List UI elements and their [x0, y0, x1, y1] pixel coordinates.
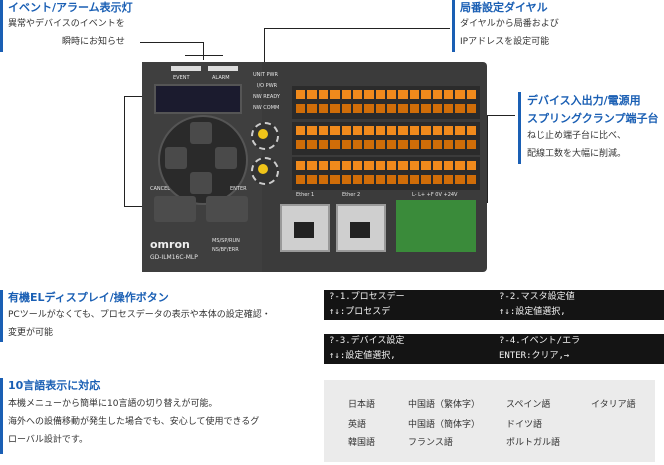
language-item: 日本語	[348, 400, 376, 410]
languages-text-1: 本機メニューから簡単に10言語の切り替えが可能。	[8, 399, 218, 409]
event-led	[171, 66, 201, 71]
language-item: 英語	[348, 420, 367, 430]
screen-line: ?-2.マスタ設定値	[499, 292, 575, 302]
event-alarm-text-2: 瞬時にお知らせ	[62, 37, 125, 47]
terminal-title-2: スプリングクランプ端子台	[527, 112, 659, 125]
ns-label: NS/BF/ERR	[212, 247, 239, 253]
screen-line: ?-1.プロセスデー	[329, 292, 405, 302]
screen-line: ?-4.イベント/エラ	[499, 336, 581, 346]
cancel-button[interactable]	[154, 196, 196, 222]
leader-line	[124, 206, 154, 207]
alarm-label: ALARM	[212, 75, 230, 81]
event-alarm-text-1: 異常やデバイスのイベントを	[8, 19, 125, 29]
display-title: 有機ELディスプレイ/操作ボタン	[8, 291, 169, 304]
languages-text-2: 海外への設備移動が発生した場合でも、安心して使用できるグ	[8, 417, 260, 427]
dial-knob	[258, 164, 268, 174]
terminal-block-2	[292, 122, 480, 155]
language-item: フランス語	[408, 438, 453, 448]
language-item: スペイン語	[506, 400, 551, 410]
menu-screen-4: ?-4.イベント/エラ ENTER:クリア,→	[494, 334, 664, 364]
leader-line	[140, 42, 203, 43]
enter-button[interactable]	[206, 196, 248, 222]
language-item: 中国語（繁体字）	[408, 400, 481, 410]
left-button[interactable]	[165, 147, 187, 169]
callout-bar	[0, 0, 3, 52]
menu-screen-3: ?-3.デバイス設定 ↑↓:設定値選択,	[324, 334, 494, 364]
language-item: 中国語（簡体字）	[408, 420, 481, 430]
language-item: ポルトガル語	[506, 438, 561, 448]
leader-line	[487, 115, 515, 116]
leader-line	[487, 115, 488, 203]
terminal-text-2: 配線工数を大幅に削減。	[527, 149, 627, 159]
io-pwr-label: I/O PWR	[257, 83, 278, 89]
screen-line: ?-3.デバイス設定	[329, 336, 405, 346]
up-button[interactable]	[190, 122, 212, 144]
terminal-block-3	[292, 157, 480, 190]
menu-screen-1: ?-1.プロセスデー ↑↓:プロセスデ	[324, 290, 494, 320]
station-dial-title: 局番設定ダイヤル	[460, 1, 548, 14]
right-button[interactable]	[215, 147, 237, 169]
callout-bar	[518, 92, 521, 164]
leader-line	[185, 55, 223, 56]
screen-line: ENTER:クリア,→	[499, 351, 570, 361]
languages-title: 10言語表示に対応	[8, 379, 101, 392]
oled-display	[154, 84, 242, 114]
language-item: ドイツ語	[506, 420, 543, 430]
brand-logo: omron	[150, 238, 190, 251]
screen-line: ↑↓:プロセスデ	[329, 307, 391, 317]
alarm-led	[208, 66, 238, 71]
terminal-text-1: ねじ止め端子台に比べ、	[527, 131, 627, 141]
down-button[interactable]	[190, 172, 212, 194]
model-label: GD-ILM16C-MLP	[150, 254, 198, 261]
ether2-label: Ether 2	[342, 192, 361, 198]
terminal-title: デバイス入出力/電源用	[527, 94, 641, 107]
language-item: 韓国語	[348, 438, 376, 448]
leader-line	[124, 96, 125, 206]
station-dial-lower[interactable]	[251, 157, 279, 185]
ethernet-port-1[interactable]	[280, 204, 330, 252]
menu-screen-2: ?-2.マスタ設定値 ↑↓:設定値選択,	[494, 290, 664, 320]
leader-line	[124, 96, 154, 97]
callout-bar	[452, 0, 455, 52]
station-dial-text-1: ダイヤルから局番および	[460, 19, 559, 29]
power-connector[interactable]	[396, 200, 476, 252]
terminal-block-1	[292, 86, 480, 119]
nw-comm-label: NW COMM	[253, 105, 280, 111]
language-list: 日本語 中国語（繁体字） スペイン語 イタリア語 英語 中国語（簡体字） ドイツ…	[324, 380, 655, 462]
display-text-2: 変更が可能	[8, 328, 54, 338]
callout-bar	[0, 378, 3, 454]
language-item: イタリア語	[591, 400, 636, 410]
leader-line	[264, 28, 450, 29]
ether1-label: Ether 1	[296, 192, 315, 198]
leader-line	[203, 42, 204, 60]
enter-label: ENTER	[230, 186, 247, 192]
station-dial-text-2: IPアドレスを設定可能	[460, 37, 550, 47]
languages-text-3: ローバル設計です。	[8, 435, 89, 445]
screen-line: ↑↓:設定値選択,	[329, 351, 396, 361]
callout-bar	[0, 290, 3, 342]
cancel-label: CANCEL	[150, 186, 171, 192]
ethernet-port-2[interactable]	[336, 204, 386, 252]
event-label: EVENT	[173, 75, 190, 81]
display-text-1: PCツールがなくても、プロセスデータの表示や本体の設定確認・	[8, 310, 271, 320]
event-alarm-title: イベント/アラーム表示灯	[8, 1, 133, 14]
dial-knob	[258, 129, 268, 139]
nw-ready-label: NW READY	[253, 94, 280, 100]
power-terminal-labels: L- L+ +F 0V +24V	[412, 192, 458, 198]
screen-line: ↑↓:設定値選択,	[499, 307, 566, 317]
ms-label: MS/SP/RUN	[212, 238, 240, 244]
unit-pwr-label: UNIT PWR	[253, 72, 278, 78]
